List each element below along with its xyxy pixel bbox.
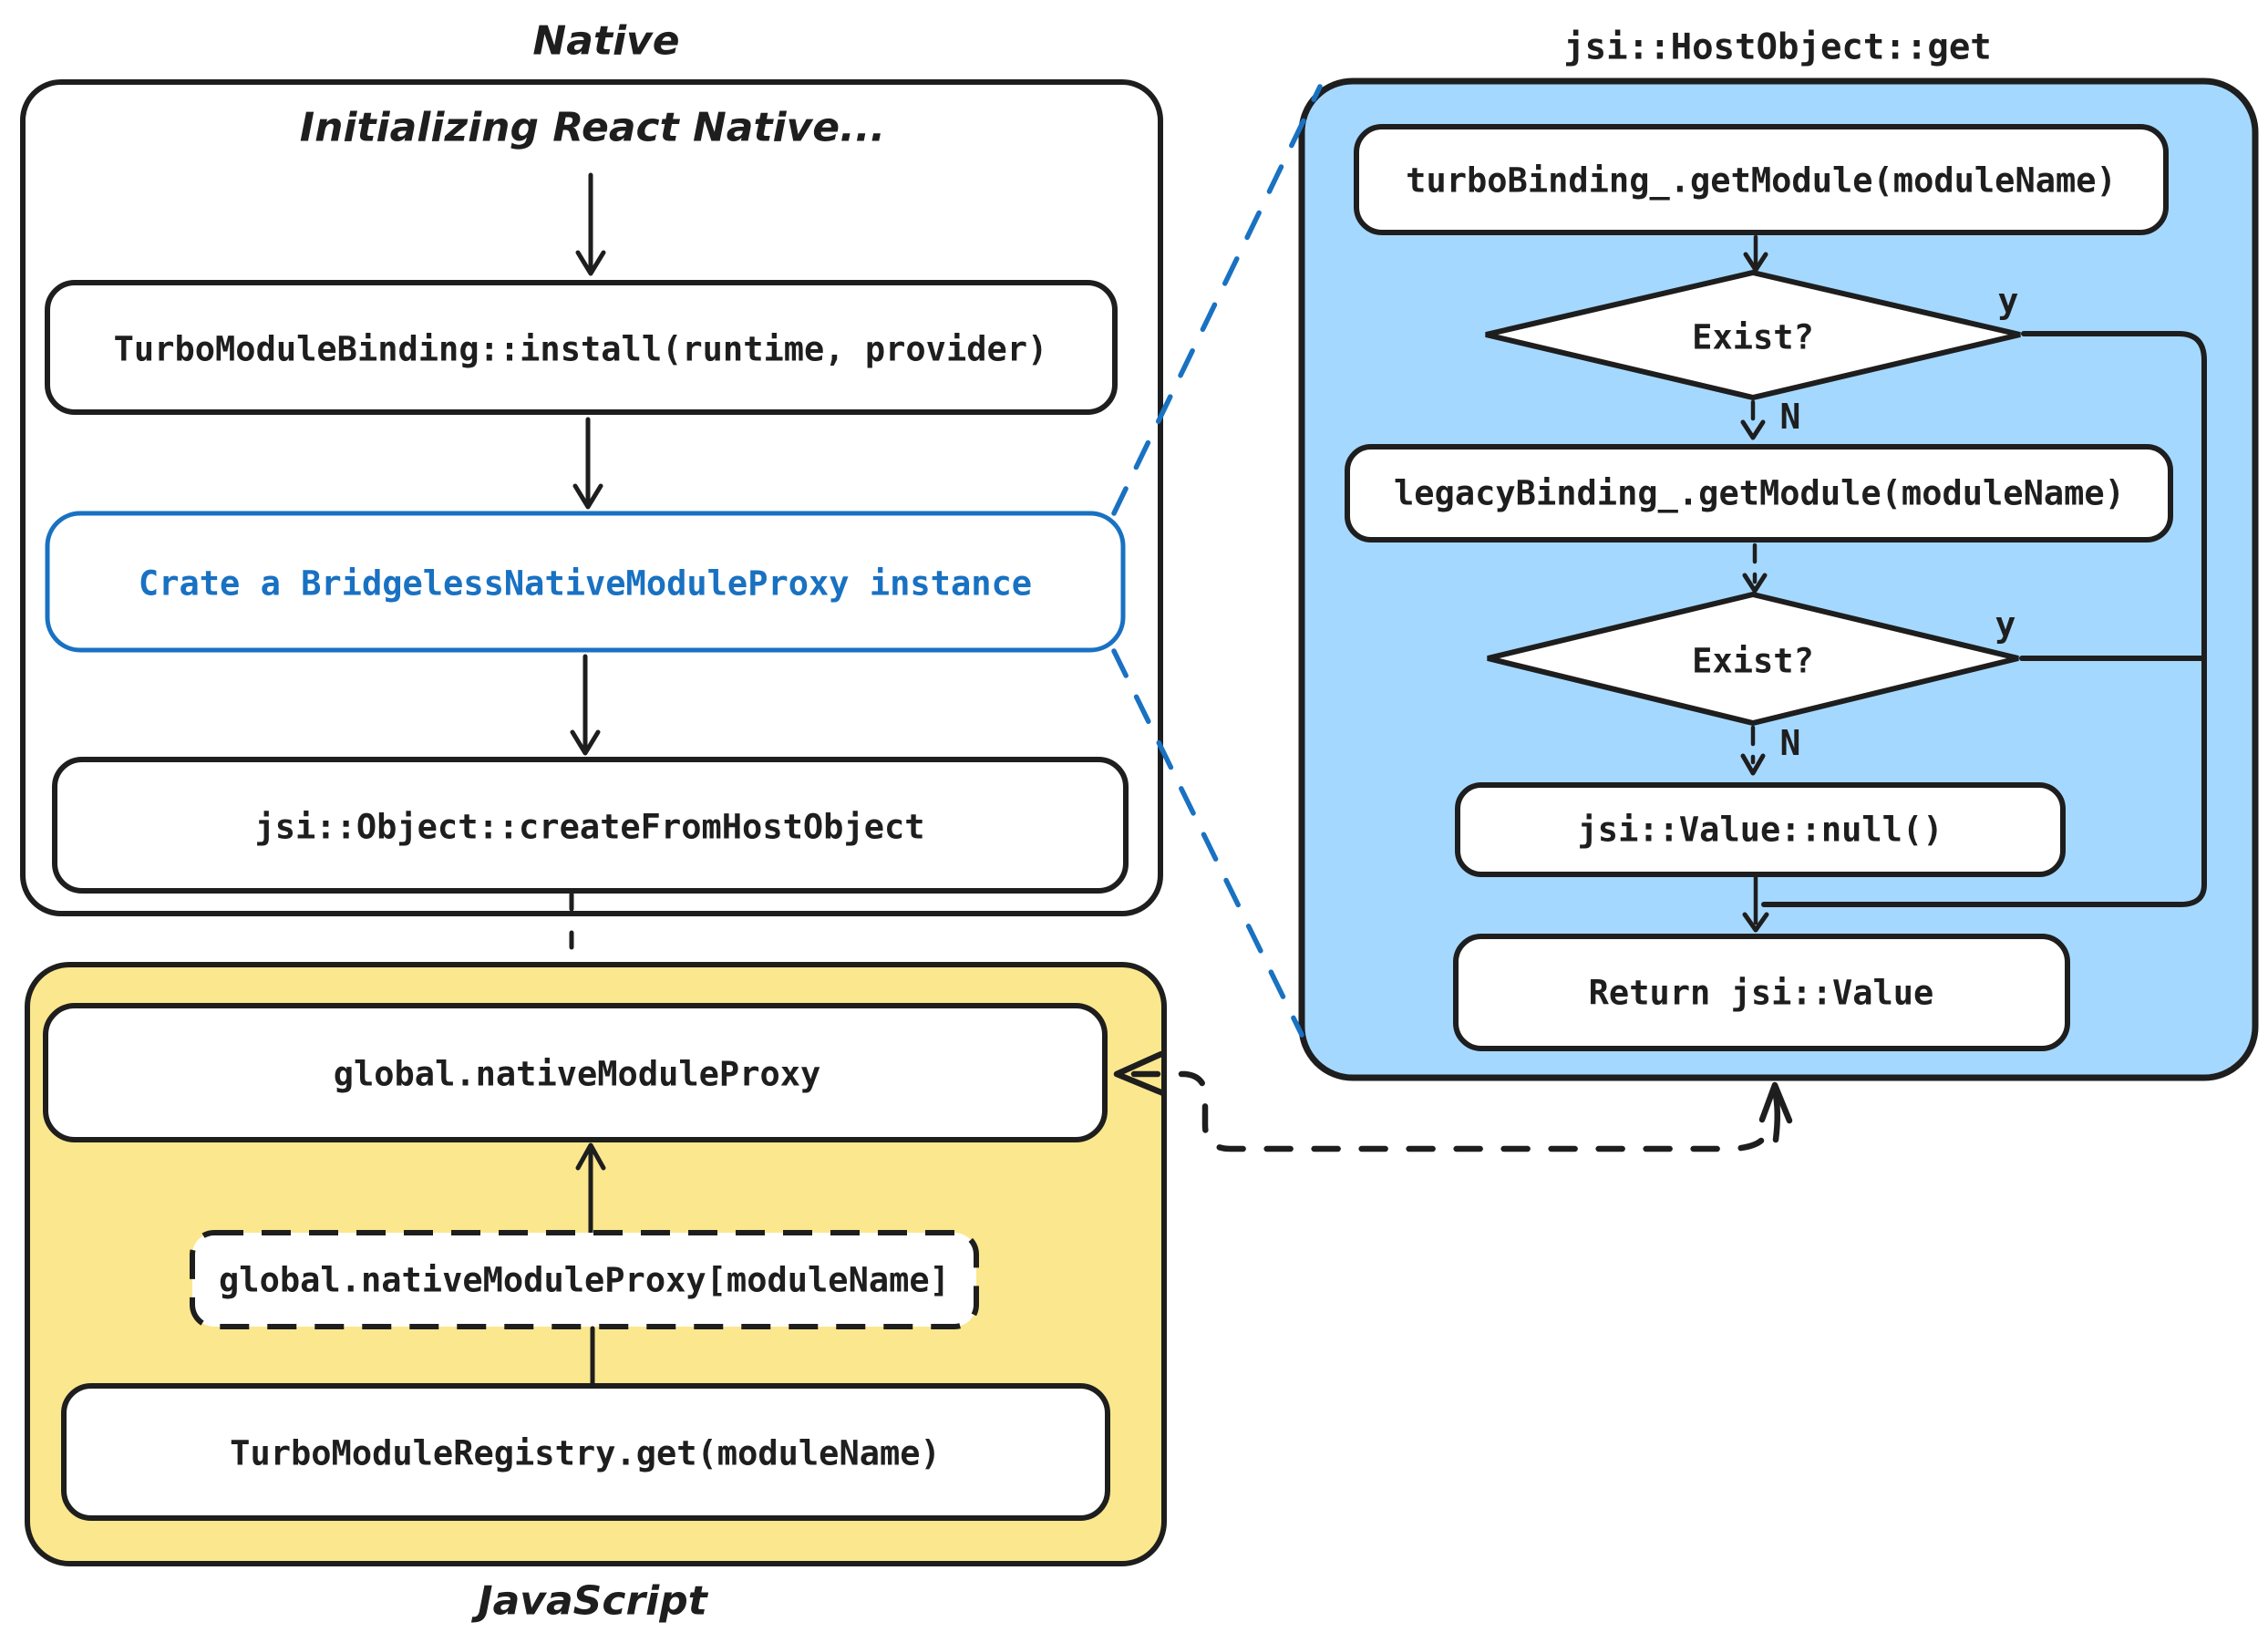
javascript-panel-label: JavaScript	[470, 1578, 708, 1625]
exist-decision-1	[1485, 269, 2021, 401]
native-panel-label: Native	[532, 18, 679, 65]
host-object-panel: jsi::HostObject::get turboBinding_.getMo…	[1298, 27, 2259, 1081]
arrow-install-to-create-proxy	[572, 417, 603, 510]
yes-label-2: y	[1995, 604, 2016, 645]
create-from-host-object-label: jsi::Object::createFromHostObject	[254, 808, 924, 847]
yes-branch-1-path	[1761, 331, 2207, 907]
legacy-get-node	[1345, 444, 2173, 542]
exist-decision-2	[1487, 591, 2019, 727]
no-label-2: N	[1780, 723, 1801, 763]
turbo-get-node	[1354, 124, 2169, 235]
registry-get-node-label: TurboModuleRegistry.get(moduleName)	[230, 1434, 941, 1473]
return-flow-dashed-arrow	[1113, 1050, 1793, 1152]
create-proxy-node	[45, 511, 1126, 653]
turbo-get-node-label: turboBinding_.getModule(moduleName)	[1406, 161, 2117, 201]
null-value-node	[1455, 782, 2066, 877]
module-lookup-node-label: global.nativeModuleProxy[moduleName]	[219, 1261, 950, 1300]
registry-get-node	[61, 1383, 1110, 1521]
install-node-label: TurboModuleBinding::install(runtime, pro…	[114, 330, 1048, 369]
arrow-decision2-no	[1740, 725, 1766, 776]
exist-decision-2-label: Exist?	[1692, 642, 1814, 681]
create-from-host-object-node	[52, 757, 1129, 894]
create-proxy-node-label: Crate a BridgelessNativeModuleProxy inst…	[139, 564, 1032, 604]
return-flow-left-arrowhead	[1113, 1050, 1167, 1097]
legacy-get-node-label: legacyBinding_.getModule(moduleName)	[1394, 474, 2125, 513]
arrow-caption-to-install	[575, 172, 606, 276]
host-object-panel-title: jsi::HostObject::get	[1563, 27, 1992, 68]
module-lookup-node	[190, 1230, 979, 1329]
global-proxy-node-label: global.nativeModuleProxy	[334, 1055, 821, 1094]
arrow-legacy-to-decision2	[1742, 542, 1768, 594]
native-panel-frame	[20, 79, 1163, 916]
yes-label-1: y	[1998, 281, 2019, 321]
zoom-link-bottom-dashed	[1111, 648, 1304, 1038]
null-value-node-label: jsi::Value::null()	[1578, 811, 1943, 850]
arrow-null-to-return	[1742, 873, 1769, 933]
return-flow-up-arrowhead	[1758, 1081, 1793, 1124]
return-value-node-label: Return jsi::Value	[1589, 974, 1934, 1013]
install-node	[45, 280, 1118, 415]
zoom-link-top-dashed	[1111, 84, 1323, 516]
javascript-panel: global.nativeModuleProxy global.nativeMo…	[25, 962, 1167, 1625]
arrow-create-proxy-to-jsi	[570, 654, 601, 756]
global-proxy-node	[43, 1003, 1108, 1142]
arrow-turbo-to-decision1	[1743, 234, 1768, 273]
no-label-1: N	[1780, 397, 1801, 437]
return-value-node	[1453, 934, 2070, 1051]
arrow-lookup-to-global-proxy	[575, 1142, 606, 1235]
arrow-decision1-no	[1740, 399, 1766, 440]
native-panel: Native Initializing React Native... Turb…	[20, 18, 1163, 916]
native-caption: Initializing React Native...	[300, 105, 886, 151]
exist-decision-1-label: Exist?	[1692, 318, 1814, 357]
